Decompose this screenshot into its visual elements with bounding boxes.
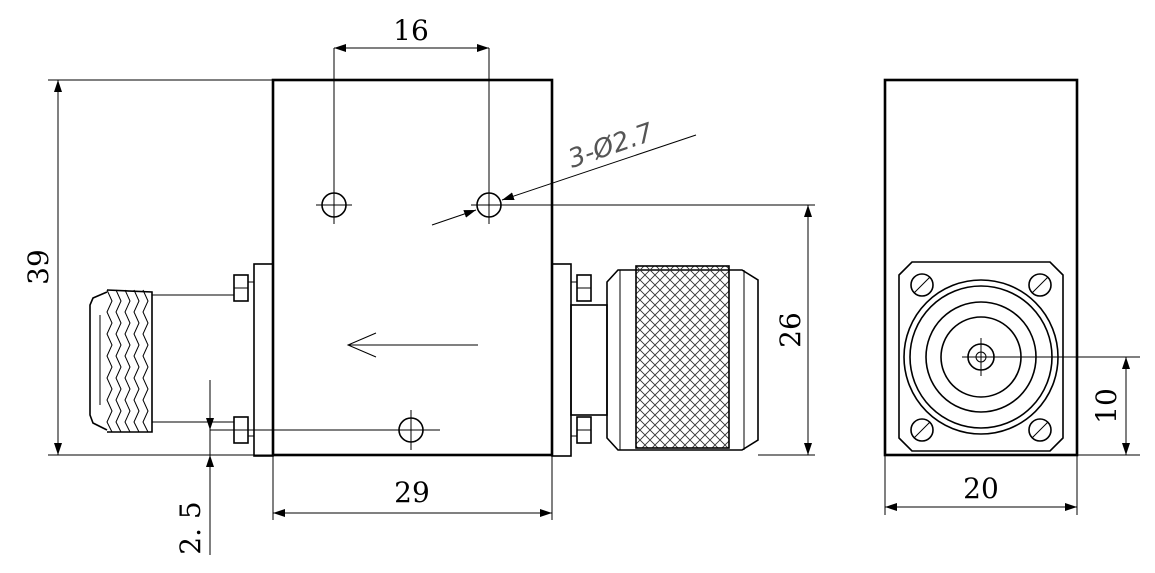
side-body — [883, 78, 1079, 457]
dim-overall-height: 39 — [22, 80, 62, 455]
left-threaded-connector — [89, 289, 234, 433]
direction-arrow — [346, 332, 478, 358]
dim-label-39: 39 — [22, 249, 55, 285]
dim-label-20: 20 — [963, 472, 999, 505]
flange-screw-top-left — [910, 273, 934, 297]
mounting-hole-top-left — [316, 48, 352, 224]
flange-screw-bottom-right — [1028, 418, 1052, 442]
hole-callout-label: 3-Ø2.7 — [565, 118, 658, 175]
side-view: 10 20 — [883, 78, 1140, 515]
dim-offset: 2. 5 — [174, 392, 214, 555]
front-view: 16 39 29 26 2. 5 3-Ø2.7 — [22, 14, 815, 555]
hole-callout: 3-Ø2.7 — [431, 118, 697, 226]
dim-label-2-5: 2. 5 — [174, 501, 207, 554]
dim-side-width: 20 — [885, 472, 1077, 511]
dim-hole-height: 26 — [774, 205, 812, 455]
flange-screw-bottom-left — [910, 418, 934, 442]
right-knurled-connector — [570, 265, 759, 451]
dim-label-29: 29 — [394, 476, 430, 509]
left-flange — [233, 263, 274, 457]
dim-body-width: 29 — [273, 476, 552, 517]
dim-label-16: 16 — [393, 14, 429, 47]
mounting-hole-top-right — [471, 48, 815, 224]
isolator-body — [271, 78, 554, 457]
dim-top-hole-spacing: 16 — [334, 14, 489, 52]
dim-label-26: 26 — [774, 312, 807, 348]
knurled-grip — [635, 265, 730, 449]
dim-label-10: 10 — [1090, 388, 1123, 424]
dim-center-height: 10 — [1090, 357, 1130, 455]
flange-screw-top-right — [1028, 273, 1052, 297]
square-flange — [898, 261, 1064, 452]
